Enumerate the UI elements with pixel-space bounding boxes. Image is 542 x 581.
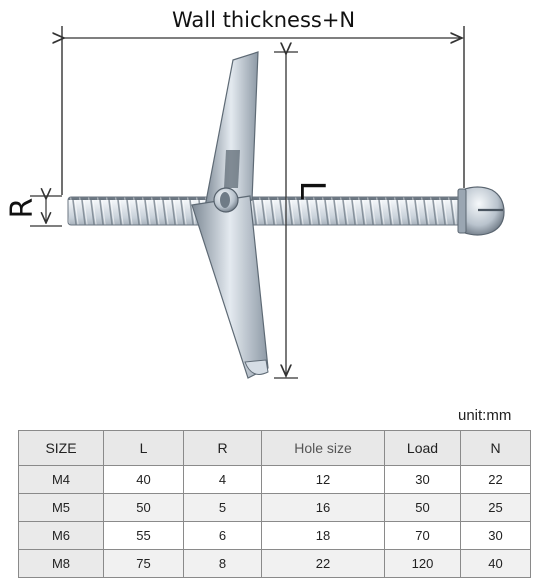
cell-r: 4 <box>183 465 262 494</box>
header-r: R <box>183 430 262 466</box>
cell-n: 40 <box>460 549 531 578</box>
cell-size: M6 <box>18 521 104 550</box>
cell-n: 22 <box>460 465 531 494</box>
header-size: SIZE <box>18 430 104 466</box>
upper-wing <box>203 51 259 213</box>
cell-n: 30 <box>460 521 531 550</box>
table-row: M6 55 6 18 70 30 <box>18 521 531 550</box>
cell-size: M4 <box>18 465 104 494</box>
unit-label: unit:mm <box>458 407 512 424</box>
header-hole-size: Hole size <box>261 430 385 466</box>
cell-l: 40 <box>103 465 184 494</box>
length-label: L <box>292 180 332 200</box>
cell-l: 55 <box>103 521 184 550</box>
cell-load: 30 <box>384 465 461 494</box>
header-load: Load <box>384 430 461 466</box>
cell-r: 5 <box>183 493 262 522</box>
cell-r: 8 <box>183 549 262 578</box>
cell-hole-size: 22 <box>261 549 385 578</box>
cell-l: 50 <box>103 493 184 522</box>
cell-l: 75 <box>103 549 184 578</box>
cell-hole-size: 18 <box>261 521 385 550</box>
cell-load: 70 <box>384 521 461 550</box>
table-row: M5 50 5 16 50 25 <box>18 493 531 522</box>
cell-n: 25 <box>460 493 531 522</box>
header-l: L <box>103 430 184 466</box>
toggle-bolt-illustration <box>30 26 505 379</box>
specification-table: SIZE L R Hole size Load N M4 40 4 12 30 … <box>18 430 531 578</box>
toggle-bolt-figure: Wall thickness+N R L <box>5 8 505 379</box>
cell-size: M5 <box>18 493 104 522</box>
cell-r: 6 <box>183 521 262 550</box>
cell-load: 50 <box>384 493 461 522</box>
wall-thickness-label: Wall thickness+N <box>172 8 356 32</box>
cell-hole-size: 16 <box>261 493 385 522</box>
table-header-row: SIZE L R Hole size Load N <box>18 430 531 466</box>
header-n: N <box>460 430 531 466</box>
radius-label: R <box>5 197 40 219</box>
cell-size: M8 <box>18 549 104 578</box>
bolt-shaft <box>67 196 469 226</box>
cell-load: 120 <box>384 549 461 578</box>
table-row: M4 40 4 12 30 22 <box>18 465 531 494</box>
table-row: M8 75 8 22 120 40 <box>18 549 531 578</box>
cell-hole-size: 12 <box>261 465 385 494</box>
